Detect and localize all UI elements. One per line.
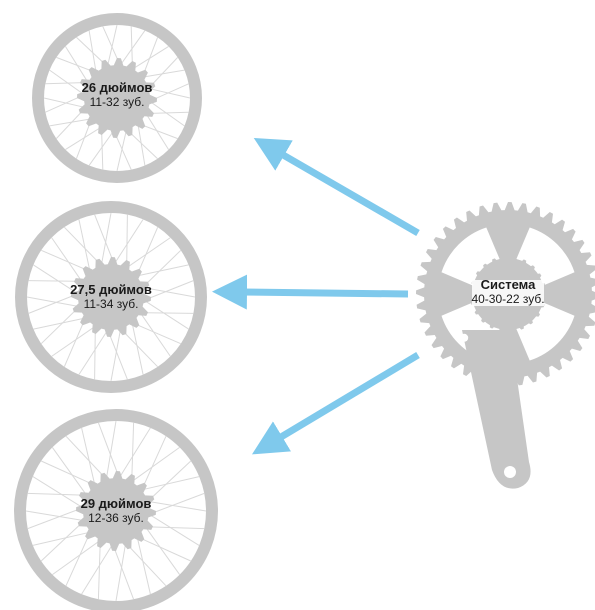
wheel-29: 29 дюймов 12-36 зуб. <box>14 409 218 610</box>
wheel-26: 26 дюймов 11-32 зуб. <box>32 13 202 183</box>
crankset-label: Система <box>481 277 536 292</box>
wheel-29-size-label: 29 дюймов <box>81 496 152 511</box>
crankset: Система 40-30-22 зуб. <box>416 202 595 489</box>
wheel-27-5-size-label: 27,5 дюймов <box>70 282 152 297</box>
spider-arms-icon <box>460 246 556 342</box>
wheel-29-icon <box>14 409 218 610</box>
crankset-chainrings-label: 40-30-22 зуб. <box>471 292 544 306</box>
arrow-to-wheel-27-5 <box>212 274 409 310</box>
wheel-29-cassette-label: 12-36 зуб. <box>88 511 144 525</box>
wheel-27-5-icon <box>15 201 207 393</box>
arrow-to-wheel-26 <box>253 137 420 237</box>
arrow-to-wheel-29 <box>251 351 420 455</box>
wheel-26-cassette-label: 11-32 зуб. <box>90 95 145 109</box>
wheel-26-icon <box>32 13 202 183</box>
crank-pedal-hole <box>504 466 516 478</box>
wheel-27-5-cassette-label: 11-34 зуб. <box>84 297 139 311</box>
wheel-27-5: 27,5 дюймов 11-34 зуб. <box>15 201 207 393</box>
wheel-26-size-label: 26 дюймов <box>82 80 153 95</box>
